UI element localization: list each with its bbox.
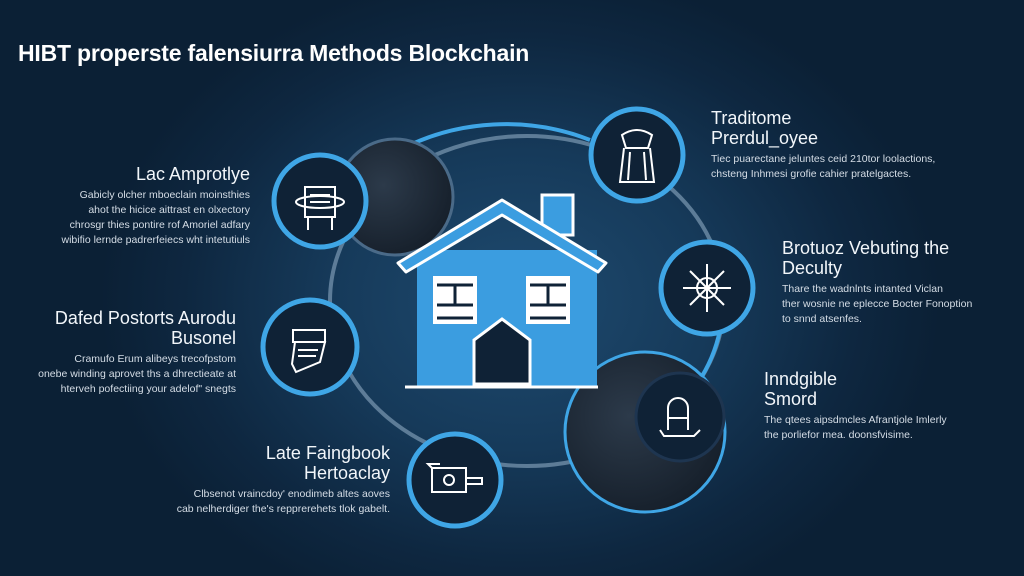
tokenized-deed-icon	[425, 463, 483, 493]
icon-node-document-press	[271, 152, 369, 250]
icon-node-tokenized-deed	[406, 431, 504, 529]
item-body: Clbsenot vraincdoy' enodimeb altes aoves…	[176, 488, 390, 515]
item-heading: Inndgible Smord	[764, 369, 838, 409]
document-press-icon	[295, 186, 345, 230]
item-heading: Brotuoz Vebuting the Deculty	[782, 238, 950, 278]
icon-node-lock	[634, 371, 726, 463]
page-title: HIBT properste falensiurra Methods Block…	[18, 40, 530, 66]
icon-node-network	[658, 239, 756, 337]
right-item-3: Inndgible Smord The qtees aipsdmcles Afr…	[764, 369, 1014, 443]
item-heading: Lac Amprotlye	[135, 164, 250, 184]
right-item-2: Brotuoz Vebuting the Deculty Thare the w…	[782, 238, 1012, 327]
right-item-1: Traditome Prerdul_oyee Tiec puarectane j…	[711, 108, 1011, 182]
network-node-icon	[683, 264, 731, 312]
item-heading: Traditome Prerdul_oyee	[711, 108, 819, 148]
house-illustration	[396, 193, 608, 389]
item-heading: Late Faingbook Hertoaclay	[265, 443, 390, 483]
left-item-3: Late Faingbook Hertoaclay Clbsenot vrain…	[110, 443, 390, 517]
item-heading: Dafed Postorts Aurodu Busonel	[54, 308, 236, 348]
left-item-2: Dafed Postorts Aurodu Busonel Cramufo Er…	[16, 308, 236, 397]
lock-icon	[659, 397, 701, 437]
house-door	[472, 317, 532, 386]
icon-node-contract-scroll	[260, 297, 360, 397]
ring-accent-arc	[399, 122, 591, 152]
contract-scroll-icon	[290, 329, 327, 374]
icon-node-paperwork	[588, 106, 686, 204]
left-item-1: Lac Amprotlye Gabicly olcher mboeclain m…	[0, 164, 250, 248]
item-body: Tiec puarectane jeluntes ceid 210tor loo…	[711, 153, 936, 180]
paperwork-stack-icon	[618, 129, 656, 183]
